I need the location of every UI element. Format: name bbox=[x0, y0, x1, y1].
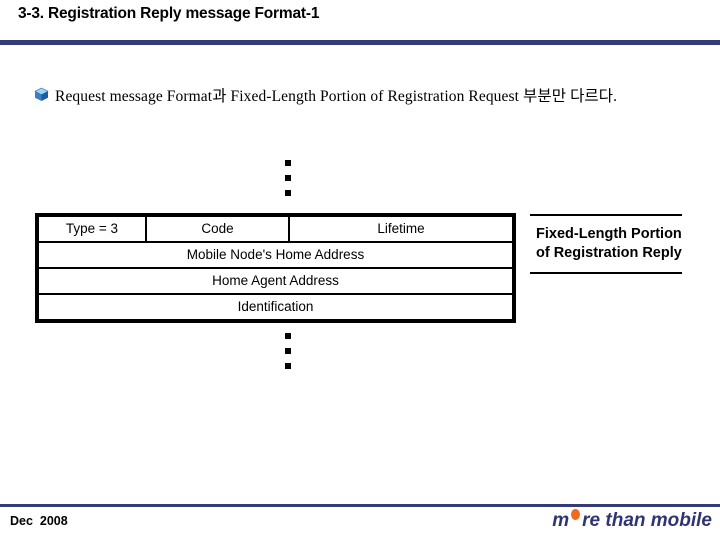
packet-row: Home Agent Address bbox=[39, 269, 512, 295]
orange-dot-icon bbox=[571, 509, 581, 520]
side-annotation: Fixed-Length Portion of Registration Rep… bbox=[530, 214, 682, 274]
ellipsis-dot bbox=[285, 190, 291, 196]
vertical-ellipsis-top bbox=[285, 160, 295, 196]
footer-divider bbox=[0, 504, 720, 507]
packet-field-type: Type = 3 bbox=[39, 217, 147, 241]
packet-field-lifetime: Lifetime bbox=[377, 221, 425, 236]
packet-row: Identification bbox=[39, 295, 512, 319]
bullet-text: Request message Format과 Fixed-Length Por… bbox=[55, 88, 618, 105]
footer-date: Dec 2008 bbox=[10, 514, 68, 528]
page-title: 3-3. Registration Reply message Format-1 bbox=[18, 5, 320, 22]
brand-logo: m re than mobile bbox=[552, 509, 712, 532]
ellipsis-dot bbox=[285, 348, 291, 354]
bullet-paragraph: Request message Format과 Fixed-Length Por… bbox=[34, 84, 694, 110]
side-annotation-bottom-rule bbox=[530, 272, 682, 274]
ellipsis-dot bbox=[285, 175, 291, 181]
blue-cube-bullet-icon bbox=[34, 87, 49, 102]
packet-field-identification: Identification bbox=[237, 299, 314, 314]
brand-text-pre: m bbox=[552, 510, 570, 531]
ellipsis-dot bbox=[285, 333, 291, 339]
packet-format-diagram: Type = 3 Code Lifetime Mobile Node's Hom… bbox=[35, 213, 516, 323]
packet-field-home-agent-address: Home Agent Address bbox=[212, 273, 339, 288]
title-divider bbox=[0, 40, 720, 45]
packet-row: Mobile Node's Home Address bbox=[39, 243, 512, 269]
packet-row: Type = 3 Code Lifetime bbox=[39, 217, 512, 243]
ellipsis-dot bbox=[285, 363, 291, 369]
side-annotation-top-rule bbox=[530, 214, 682, 216]
ellipsis-dot bbox=[285, 160, 291, 166]
side-annotation-label: Fixed-Length Portion of Registration Rep… bbox=[536, 226, 682, 261]
brand-text-post: re than mobile bbox=[582, 510, 712, 531]
packet-field-code: Code bbox=[147, 217, 290, 241]
packet-field-mobile-node-home-address: Mobile Node's Home Address bbox=[186, 247, 365, 262]
vertical-ellipsis-bottom bbox=[285, 333, 295, 369]
